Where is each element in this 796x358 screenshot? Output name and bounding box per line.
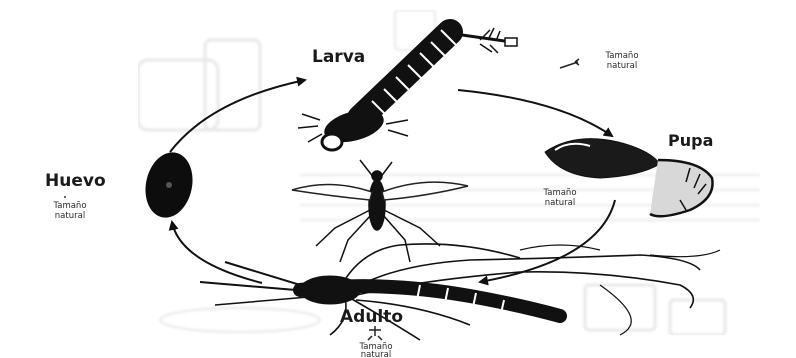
huevo-label: Huevo: [45, 171, 106, 191]
huevo-illustration: [140, 148, 199, 222]
arrow-larva-to-pupa: [458, 90, 612, 136]
arrow-adulto-to-huevo: [172, 222, 262, 283]
larva-label: Larva: [312, 47, 365, 67]
pupa-size-note: Tamaño natural: [542, 188, 576, 208]
arrow-huevo-to-larva: [170, 80, 305, 152]
huevo-size-note: Tamaño natural: [52, 201, 86, 221]
larva-size-note: Tamaño natural: [604, 51, 638, 71]
adulto-size-note: Tamaño natural: [358, 342, 392, 358]
adulto-natural-size-mark: [368, 326, 382, 340]
pupa-size-note-line1: Tamaño: [542, 188, 576, 198]
huevo-size-note-line1: Tamaño: [52, 201, 86, 211]
arrow-pupa-to-adulto: [480, 200, 615, 282]
pupa-label: Pupa: [668, 131, 713, 150]
cycle-arrows: [170, 80, 615, 283]
adulto-illustration: [200, 244, 720, 340]
adulto-size-note-line2: natural: [361, 350, 391, 358]
larva-natural-size-mark: [560, 59, 579, 68]
huevo-natural-size-mark: [64, 196, 66, 198]
huevo-size-note-line2: natural: [55, 211, 85, 221]
pupa-size-note-line2: natural: [545, 198, 575, 208]
larva-size-note-line2: natural: [607, 61, 637, 71]
adulto-label: Adulto: [340, 307, 403, 327]
larva-size-note-line1: Tamaño: [604, 51, 638, 61]
